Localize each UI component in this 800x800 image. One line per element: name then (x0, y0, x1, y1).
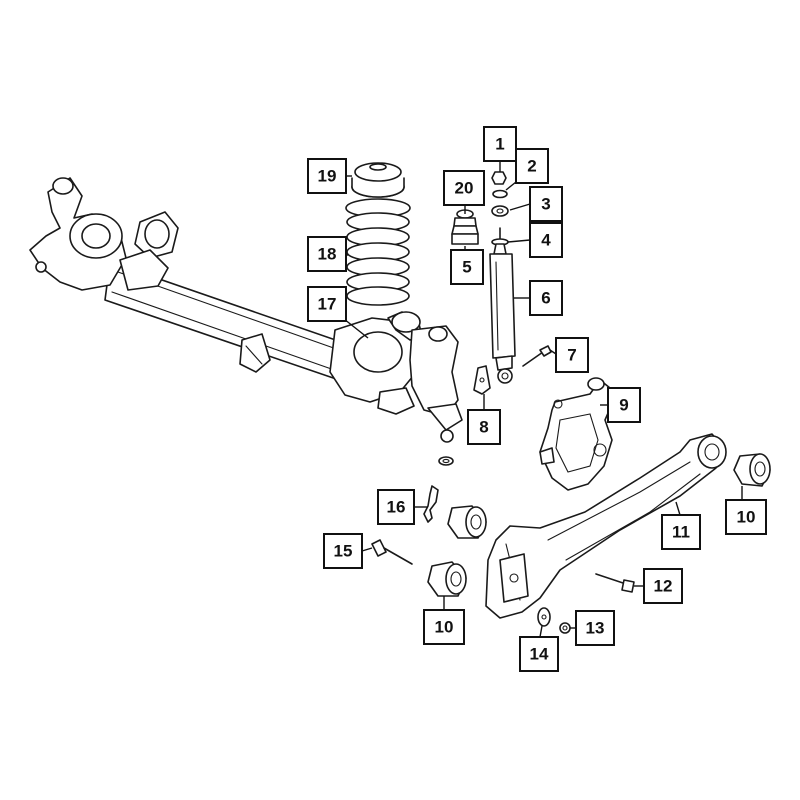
callout-15-label: 15 (334, 542, 353, 561)
callout-19[interactable]: 19 (307, 158, 347, 194)
callout-2[interactable]: 2 (515, 148, 549, 184)
callout-14-label: 14 (530, 645, 549, 664)
callout-11-label: 11 (672, 523, 690, 542)
callout-18[interactable]: 18 (307, 236, 347, 272)
arm-bolt (595, 573, 635, 593)
callout-12[interactable]: 12 (643, 568, 683, 604)
callout-13-box[interactable] (575, 610, 615, 646)
bushing-right (733, 453, 771, 487)
callout-14-box[interactable] (519, 636, 559, 672)
callout-6-box[interactable] (529, 280, 563, 316)
spring-isolator (351, 162, 405, 198)
callout-15[interactable]: 15 (323, 533, 363, 569)
callout-3-box[interactable] (529, 186, 563, 222)
callout-10-left-label: 10 (435, 618, 454, 637)
callout-9-label: 9 (619, 396, 628, 415)
callout-11-box[interactable] (661, 514, 701, 550)
callout-10-right-box[interactable] (725, 499, 767, 535)
shock-washer (492, 189, 508, 199)
callout-1-label: 1 (495, 135, 504, 154)
shock-bracket (473, 365, 491, 395)
callout-18-label: 18 (318, 245, 337, 264)
callout-10-right-label: 10 (737, 508, 756, 527)
callout-8-box[interactable] (467, 409, 501, 445)
callout-6[interactable]: 6 (529, 280, 563, 316)
callout-10-right[interactable]: 10 (725, 499, 767, 535)
callout-12-label: 12 (654, 577, 673, 596)
callout-19-label: 19 (318, 167, 337, 186)
callout-13-label: 13 (586, 619, 605, 638)
callout-7[interactable]: 7 (555, 337, 589, 373)
callout-17[interactable]: 17 (307, 286, 347, 322)
axle-washer (438, 456, 454, 466)
cam-washer (537, 607, 551, 627)
callout-16-label: 16 (387, 498, 406, 517)
callout-4-box[interactable] (529, 222, 563, 258)
callout-3[interactable]: 3 (529, 186, 563, 222)
callout-20-label: 20 (455, 179, 474, 198)
callout-2-label: 2 (527, 157, 536, 176)
callout-9-box[interactable] (607, 387, 641, 423)
callout-7-label: 7 (567, 346, 576, 365)
callout-7-box[interactable] (555, 337, 589, 373)
axle-bracket (539, 377, 613, 491)
callout-4-label: 4 (541, 231, 551, 250)
callout-8-label: 8 (479, 418, 488, 437)
cam-bolt (371, 539, 413, 565)
callout-20-box[interactable] (443, 170, 485, 206)
callout-1-box[interactable] (483, 126, 517, 162)
front-axle-assembly (29, 177, 463, 443)
callout-17-label: 17 (318, 295, 337, 314)
callout-1[interactable]: 1 (483, 126, 517, 162)
bushing-upper (447, 505, 487, 539)
callout-16[interactable]: 16 (377, 489, 415, 525)
callout-11[interactable]: 11 (661, 514, 701, 550)
jounce-bumper (451, 209, 479, 245)
clip (423, 485, 439, 523)
shock-bolt (522, 345, 552, 367)
arm-nut (559, 622, 571, 634)
callout-16-box[interactable] (377, 489, 415, 525)
shock-nut (491, 171, 507, 185)
callout-5-box[interactable] (450, 249, 484, 285)
callout-13[interactable]: 13 (575, 610, 615, 646)
callout-8[interactable]: 8 (467, 409, 501, 445)
shock-grommet (491, 205, 509, 217)
shock-absorber (489, 227, 516, 384)
coil-spring (345, 198, 411, 306)
trailing-arm (485, 433, 727, 619)
callout-14[interactable]: 14 (519, 636, 559, 672)
callout-20[interactable]: 20 (443, 170, 485, 206)
callout-9[interactable]: 9 (607, 387, 641, 423)
callout-4[interactable]: 4 (529, 222, 563, 258)
callout-15-box[interactable] (323, 533, 363, 569)
callout-2-box[interactable] (515, 148, 549, 184)
callout-18-box[interactable] (307, 236, 347, 272)
callout-10-left-box[interactable] (423, 609, 465, 645)
callout-10-left[interactable]: 10 (423, 609, 465, 645)
callout-5-label: 5 (462, 258, 471, 277)
callout-5[interactable]: 5 (450, 249, 484, 285)
bushing-left (427, 561, 467, 597)
callout-6-label: 6 (541, 289, 550, 308)
callout-19-box[interactable] (307, 158, 347, 194)
callout-12-box[interactable] (643, 568, 683, 604)
callout-3-label: 3 (541, 195, 550, 214)
callout-17-box[interactable] (307, 286, 347, 322)
